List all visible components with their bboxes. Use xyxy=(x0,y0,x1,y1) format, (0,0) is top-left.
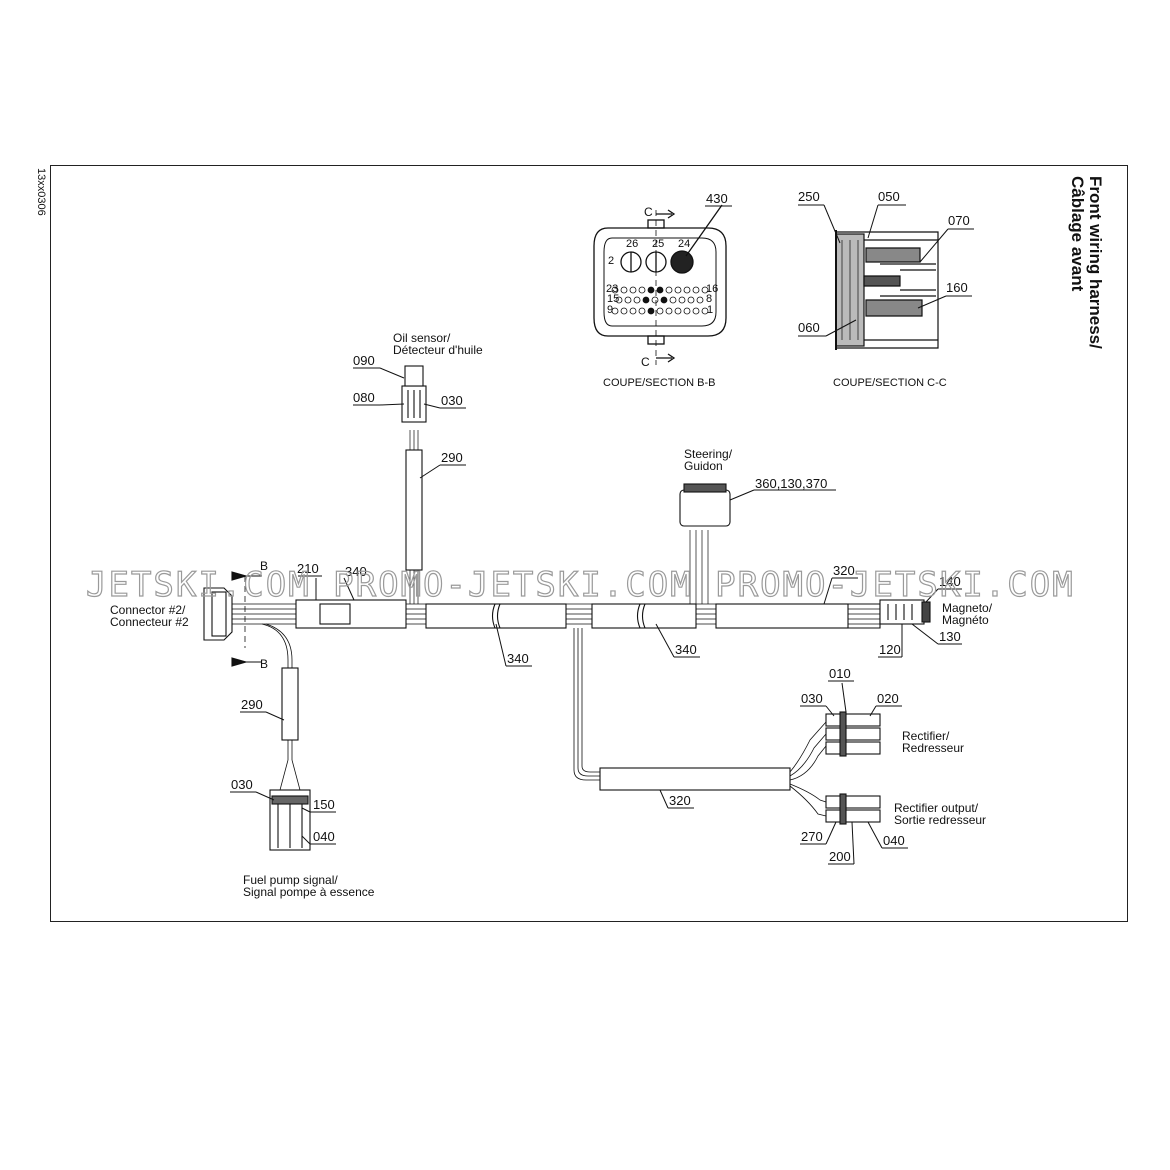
oil-sensor-label-1: Oil sensor/ xyxy=(393,331,451,345)
part-number-040-fuel: 040 xyxy=(313,829,335,844)
connector2-label-2: Connecteur #2 xyxy=(110,615,189,629)
oil-sensor-label-2: Détecteur d'huile xyxy=(393,343,483,357)
part-number-270: 270 xyxy=(801,829,823,844)
part-number-010: 010 xyxy=(829,666,851,681)
rectifier-output-label-1: Rectifier output/ xyxy=(894,801,979,815)
section-cc-caption: COUPE/SECTION C-C xyxy=(833,377,947,389)
connector2-label-1: Connector #2/ xyxy=(110,603,186,617)
part-number-320-a: 320 xyxy=(833,563,855,578)
part-number-070: 070 xyxy=(948,213,970,228)
part-number-080: 080 xyxy=(353,390,375,405)
pin-1: 1 xyxy=(707,304,713,316)
section-b-marker-bottom: B xyxy=(260,657,268,671)
part-number-360-130-370: 360,130,370 xyxy=(755,476,827,491)
fuel-pump-label-2: Signal pompe à essence xyxy=(243,885,375,899)
section-bb-text: C C 430 26 25 24 2 23 16 15 8 9 1 COUPE/… xyxy=(603,191,732,389)
part-number-030-rect: 030 xyxy=(801,691,823,706)
watermark: JETSKI.COM PROMO-JETSKI.COM PROMO-JETSKI… xyxy=(86,565,1075,605)
section-c-marker-bottom: C xyxy=(641,355,650,369)
main-leaders xyxy=(230,367,962,865)
section-bb xyxy=(593,204,727,365)
part-number-250: 250 xyxy=(798,189,820,204)
magneto-label-1: Magneto/ xyxy=(942,601,993,615)
section-cc-text: 250 050 070 160 060 COUPE/SECTION C-C xyxy=(798,189,970,389)
part-number-150: 150 xyxy=(313,797,335,812)
pin-9: 9 xyxy=(607,304,613,316)
side-code: 13xx0306 xyxy=(35,168,47,216)
part-number-140: 140 xyxy=(939,574,961,589)
part-number-200: 200 xyxy=(829,849,851,864)
section-cc xyxy=(835,230,939,350)
pin-15: 15 xyxy=(607,293,619,305)
title-line-2: Câblage avant xyxy=(1068,176,1087,292)
rectifier-label-2: Redresseur xyxy=(902,741,964,755)
part-number-290-fuel: 290 xyxy=(241,697,263,712)
title-line-1: Front wiring harness/ xyxy=(1086,176,1105,349)
pin-23: 23 xyxy=(606,283,618,295)
fuel-pump-label-1: Fuel pump signal/ xyxy=(243,873,338,887)
pin-16: 16 xyxy=(706,283,718,295)
section-bb-caption: COUPE/SECTION B-B xyxy=(603,377,715,389)
part-number-060: 060 xyxy=(798,320,820,335)
part-number-430: 430 xyxy=(706,191,728,206)
steering-label-2: Guidon xyxy=(684,459,723,473)
section-b-marker-top: B xyxy=(260,559,268,573)
rectifier-output-label-2: Sortie redresseur xyxy=(894,813,986,827)
section-cc-leaders xyxy=(798,204,974,337)
rectifier-label-1: Rectifier/ xyxy=(902,729,950,743)
pin-24: 24 xyxy=(678,238,690,250)
part-number-340-a: 340 xyxy=(345,564,367,579)
part-number-210: 210 xyxy=(297,561,319,576)
part-number-040-rect: 040 xyxy=(883,833,905,848)
part-number-030-fuel: 030 xyxy=(231,777,253,792)
part-number-340-c: 340 xyxy=(675,642,697,657)
part-number-120: 120 xyxy=(879,642,901,657)
main-labels: Oil sensor/ Détecteur d'huile Steering/ … xyxy=(110,331,993,899)
part-number-290-oil: 290 xyxy=(441,450,463,465)
part-number-030-oil: 030 xyxy=(441,393,463,408)
section-c-marker-top: C xyxy=(644,205,653,219)
pin-25: 25 xyxy=(652,238,664,250)
part-number-020: 020 xyxy=(877,691,899,706)
part-number-090: 090 xyxy=(353,353,375,368)
part-number-160: 160 xyxy=(946,280,968,295)
part-number-050: 050 xyxy=(878,189,900,204)
main-harness xyxy=(203,365,931,851)
part-number-340-b: 340 xyxy=(507,651,529,666)
steering-label-1: Steering/ xyxy=(684,447,733,461)
drawing-frame xyxy=(50,165,1128,922)
title-block: Front wiring harness/ Câblage avant xyxy=(1068,176,1105,349)
pin-8: 8 xyxy=(706,293,712,305)
part-number-130: 130 xyxy=(939,629,961,644)
pin-26: 26 xyxy=(626,238,638,250)
part-number-320-b: 320 xyxy=(669,793,691,808)
magneto-label-2: Magnéto xyxy=(942,613,989,627)
pin-2: 2 xyxy=(608,255,614,267)
